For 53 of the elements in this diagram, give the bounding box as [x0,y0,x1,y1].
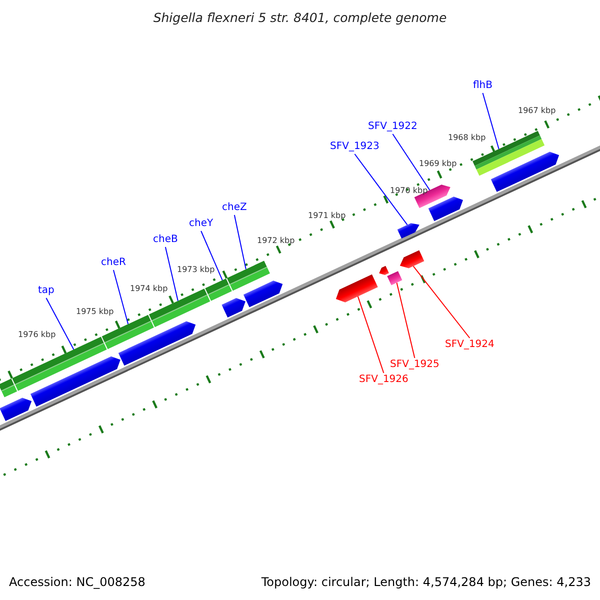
leader-line [234,214,246,270]
leader-line [354,154,408,226]
gene-block [222,298,246,318]
leader-line [412,266,470,338]
feature-bar [226,260,270,291]
gene-label: SFV_1922 [368,121,418,133]
tick-label: 1973 kbp [177,265,215,275]
leader-line [46,298,74,350]
gene-label: SFV_1925 [390,359,440,371]
gene-block [414,184,450,208]
tick-label: 1972 kbp [257,236,295,246]
gene-block [30,356,120,407]
leader-line [396,282,416,358]
tick-label: 1969 kbp [419,159,457,169]
gene-label: SFV_1926 [359,374,408,386]
feature-bar [0,378,18,398]
gene-label: tap [38,285,54,297]
gene-block [243,280,283,308]
gene-block [379,266,389,275]
tick-label: 1967 kbp [518,106,556,116]
tick-label: 1974 kbp [130,284,168,294]
feature-bar [472,130,545,176]
tick-label: 1971 kbp [308,211,346,221]
gene-block [397,223,420,239]
leader-line [112,270,129,325]
leader-line [200,230,223,281]
gene-block [387,271,402,286]
accession-text: Accession: NC_008258 [9,575,146,589]
leader-line [392,134,430,191]
diagram-title: Shigella flexneri 5 str. 8401, complete genome [152,10,448,25]
gene-label: cheZ [222,202,247,214]
gene-label: cheY [189,218,214,230]
gene-label: cheB [153,234,178,246]
tick-label: 1976 kbp [18,330,56,340]
tick-label: 1975 kbp [76,307,114,317]
feature-bar [102,314,154,350]
feature-bar [205,278,232,301]
leader-line [164,246,178,302]
gene-label: flhB [473,80,492,92]
gene-label: cheR [101,257,126,269]
gene-block [0,398,32,421]
gene-label: SFV_1923 [330,141,380,153]
gene-block [428,196,463,222]
leader-line [482,92,500,150]
gene-block [400,250,424,268]
gene-block [490,152,560,192]
genome-info-text: Topology: circular; Length: 4,574,284 bp; Genes: 4,233 [261,575,591,589]
gene-label: SFV_1924 [445,339,494,351]
tick-label: 1968 kbp [448,133,486,143]
gene-block [118,321,196,366]
leader-line [357,296,384,374]
tick-label: 1970 kbp [390,186,428,196]
gene-block [336,274,378,302]
